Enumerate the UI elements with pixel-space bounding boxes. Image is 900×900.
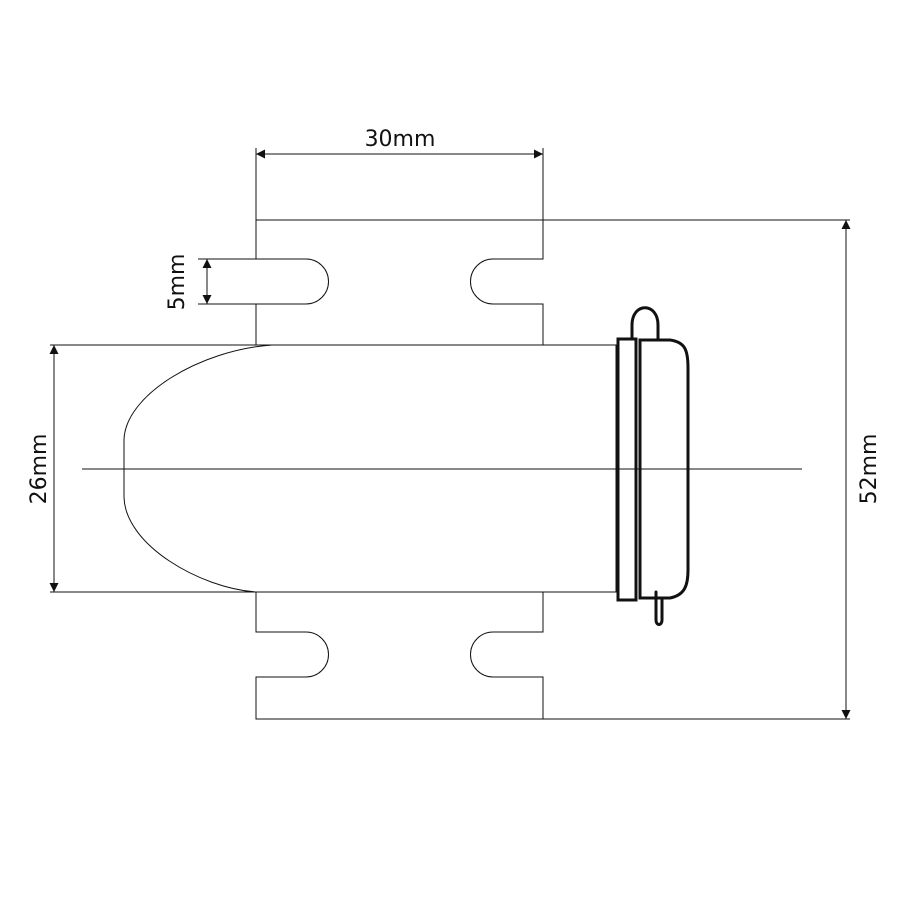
dim-label-slot: 5mm xyxy=(165,254,190,311)
clip-bottom xyxy=(654,590,664,626)
dim-label-total: 52mm xyxy=(857,434,882,505)
dim-label-width: 30mm xyxy=(365,127,436,152)
lens-cap xyxy=(616,306,690,626)
extension-lines xyxy=(50,148,850,720)
clip-top xyxy=(630,306,660,342)
dim-label-body: 26mm xyxy=(27,434,52,505)
